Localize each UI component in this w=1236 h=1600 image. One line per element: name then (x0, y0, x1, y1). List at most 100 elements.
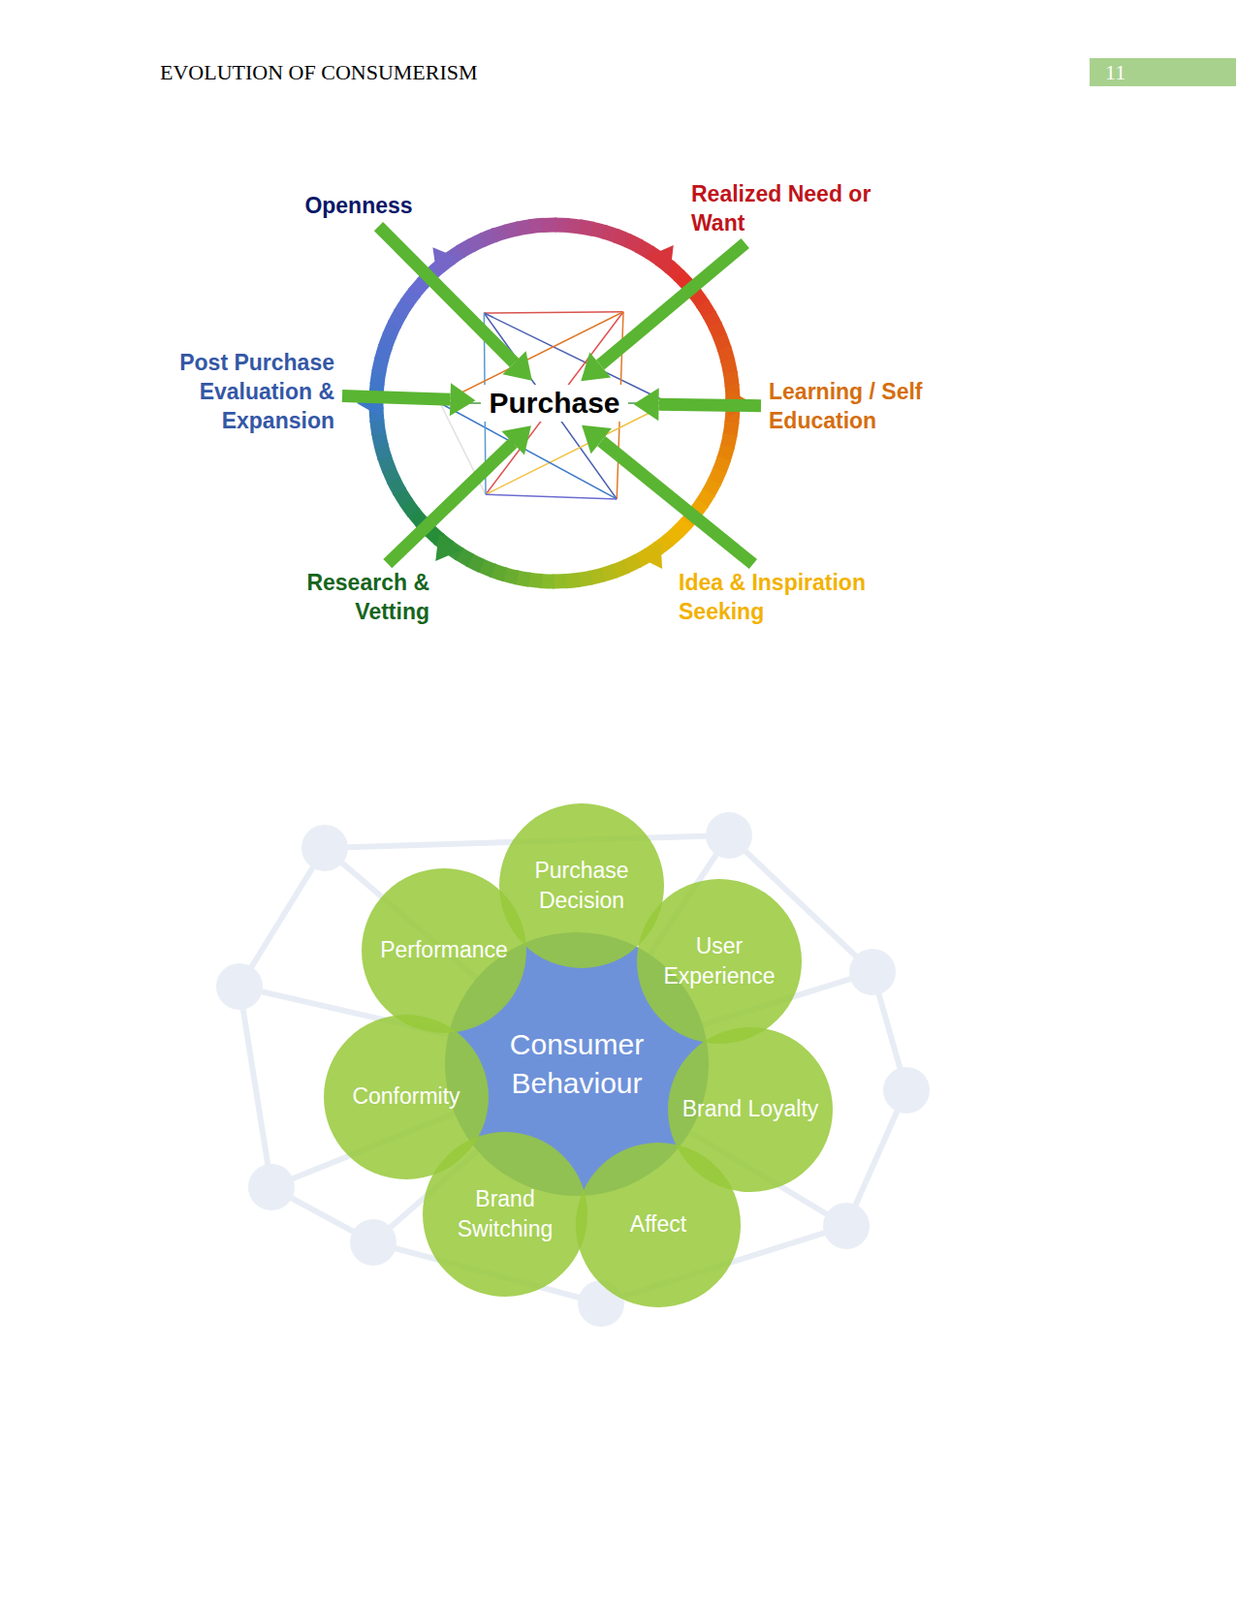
network-dot (849, 949, 896, 996)
ring-segment (637, 246, 651, 254)
ring-segment (707, 481, 715, 495)
node-text: Conformity (335, 1081, 477, 1112)
arrowhead (581, 425, 612, 455)
ring-segment (719, 458, 725, 473)
ring-segment (458, 553, 472, 561)
ring-segment (505, 228, 519, 232)
arrow-shaft (342, 396, 450, 401)
ring-segment (613, 566, 628, 571)
network-dot (823, 1203, 870, 1250)
flow-arrow (581, 425, 754, 565)
ring-segment (515, 577, 531, 581)
ring-segment (393, 479, 401, 493)
ring-segment (378, 432, 381, 446)
stage-label: Learning / Self Education (768, 378, 963, 437)
ring-segment (579, 226, 595, 230)
ring-segment (577, 577, 593, 580)
ring-segment (406, 291, 415, 304)
ring-segment (429, 530, 441, 540)
ring-segment (668, 266, 680, 277)
node-text: Affect (587, 1209, 729, 1240)
ring-segment (377, 419, 380, 435)
ring-segment (625, 560, 638, 567)
arrow-shaft (600, 243, 746, 365)
ring-segment (471, 239, 484, 246)
arrow-shaft (601, 441, 754, 565)
ring-segment (615, 235, 630, 242)
running-head: EVOLUTION OF CONSUMERISM (159, 60, 478, 86)
network-dot (301, 824, 349, 872)
stage-label: Idea & Inspiration Seeking (678, 569, 912, 628)
ring-segment (405, 501, 414, 513)
arrowhead (502, 350, 532, 381)
ring-segment (503, 573, 517, 578)
stage-label: Realized Need or Want (691, 180, 881, 239)
web-line (485, 312, 624, 495)
ring-segment (388, 323, 395, 337)
ring-segment (541, 218, 557, 233)
ring-segment (724, 348, 729, 362)
stage-label: Post Purchase Evaluation & Expansion (150, 348, 335, 437)
network-dot (349, 1219, 397, 1267)
arrow-shaft (379, 226, 515, 364)
arrow-shaft (659, 404, 761, 406)
stage-label: Openness (304, 191, 412, 222)
ring-segment (527, 579, 542, 582)
disc-shape (636, 879, 802, 1045)
ring-segment (383, 456, 389, 471)
network-line (239, 986, 272, 1188)
arrowhead (449, 382, 476, 416)
ring-segment (493, 231, 508, 236)
ring-segment (517, 226, 533, 229)
ring-segment (388, 468, 395, 482)
arrowhead (580, 351, 611, 381)
arrowhead (501, 425, 532, 455)
ring-segment (479, 565, 494, 571)
node-text: Brand Loyalty (679, 1094, 822, 1125)
node-text: Learning / Self Education (768, 378, 963, 437)
petal-circle: User Experience (636, 879, 802, 1045)
ring-segment (728, 359, 731, 374)
node-text: Idea & Inspiration Seeking (678, 569, 912, 628)
ring-segment (399, 490, 408, 504)
ring-segment (491, 570, 506, 575)
flow-arrow (342, 382, 476, 416)
ring-segment (729, 372, 732, 387)
disc-fill (361, 868, 527, 1034)
ring-segment (667, 531, 679, 541)
flow-arrow (580, 243, 745, 381)
ring-segment (529, 224, 544, 226)
ring-segment (700, 492, 709, 505)
ring-segment (702, 303, 711, 317)
network-line (239, 848, 325, 987)
node-text: Realized Need or Want (691, 180, 881, 239)
ring-arrowhead (637, 541, 663, 570)
network-dot (705, 812, 753, 859)
stage-label: Research & Vetting (274, 569, 430, 628)
ring-segment (589, 574, 603, 578)
ring-segment (627, 240, 640, 248)
ring-segment (384, 334, 390, 349)
node-text: Research & Vetting (274, 569, 430, 628)
arrow-shaft (387, 443, 513, 564)
flow-arrow (379, 226, 533, 381)
network-background (216, 812, 930, 1328)
flow-arrow (387, 425, 532, 564)
ring-segment (394, 312, 402, 325)
node-text: User Experience (648, 931, 791, 992)
ring-segment (567, 224, 582, 227)
flow-arrow (633, 387, 761, 421)
network-dot (216, 963, 263, 1011)
ring-segment (413, 282, 424, 293)
node-text: Purchase Decision (510, 855, 653, 917)
ring-segment (481, 234, 496, 240)
ring-segment (552, 573, 568, 589)
node-text: Openness (304, 191, 412, 222)
ring-segment (678, 275, 689, 286)
ring-segment (412, 511, 422, 523)
node-text: Brand Switching (434, 1184, 576, 1245)
ring-segment (380, 444, 385, 459)
